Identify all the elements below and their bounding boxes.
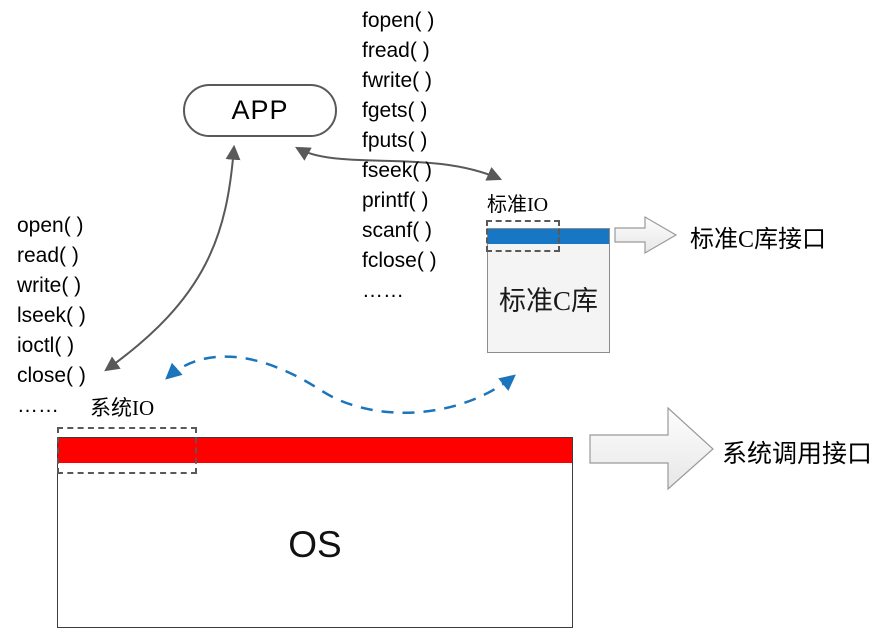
stdlib-box-title: 标准C库 <box>498 285 598 316</box>
app-node: APP <box>183 84 337 137</box>
syscall-function: close( ) <box>17 364 86 387</box>
stdlib-stdio-bar <box>488 229 609 244</box>
stdio-dashed-highlight-box <box>486 220 560 252</box>
stdlib-interface-label: 标准C库接口 <box>690 227 827 253</box>
stdio-function: scanf( ) <box>362 219 433 242</box>
stdio-function: fopen( ) <box>362 9 435 32</box>
syscall-function-ellipsis: …… <box>17 394 59 417</box>
stdio-function: fwrite( ) <box>362 69 432 92</box>
sysio-dashed-highlight-box <box>57 427 197 474</box>
stdio-function-list: fopen( ) fread( ) fwrite( ) fgets( ) fpu… <box>362 6 437 306</box>
os-syscall-bar <box>58 438 572 463</box>
stdio-function-ellipsis: …… <box>362 279 404 302</box>
app-node-label: APP <box>231 95 289 125</box>
stdio-function: fclose( ) <box>362 249 437 272</box>
os-box-title: OS <box>288 524 342 565</box>
syscall-interface-block-arrow <box>589 406 714 491</box>
syscall-interface-label: 系统调用接口 <box>722 441 873 468</box>
syscall-function: lseek( ) <box>17 304 86 327</box>
stdlib-interface-block-arrow <box>614 215 678 255</box>
app-os-arrow <box>104 144 241 372</box>
stdio-function: fseek( ) <box>362 159 433 182</box>
stdio-sysio-dashed-arrow <box>165 355 516 414</box>
stdlib-box: 标准C库 <box>487 228 610 353</box>
stdio-function: fread( ) <box>362 39 430 62</box>
syscall-function-list: open( ) read( ) write( ) lseek( ) ioctl(… <box>17 211 86 421</box>
os-box: OS <box>57 437 573 628</box>
stdlib-io-label: 标准IO <box>487 194 549 216</box>
stdio-function: fputs( ) <box>362 129 428 152</box>
syscall-function: write( ) <box>17 274 82 297</box>
stdio-function: printf( ) <box>362 189 429 212</box>
stdio-function: fgets( ) <box>362 99 428 122</box>
app-stdlib-arrow <box>295 146 503 181</box>
syscall-function: ioctl( ) <box>17 334 75 357</box>
sysio-label: 系统IO <box>90 396 155 420</box>
syscall-function: open( ) <box>17 214 84 237</box>
syscall-function: read( ) <box>17 244 79 267</box>
